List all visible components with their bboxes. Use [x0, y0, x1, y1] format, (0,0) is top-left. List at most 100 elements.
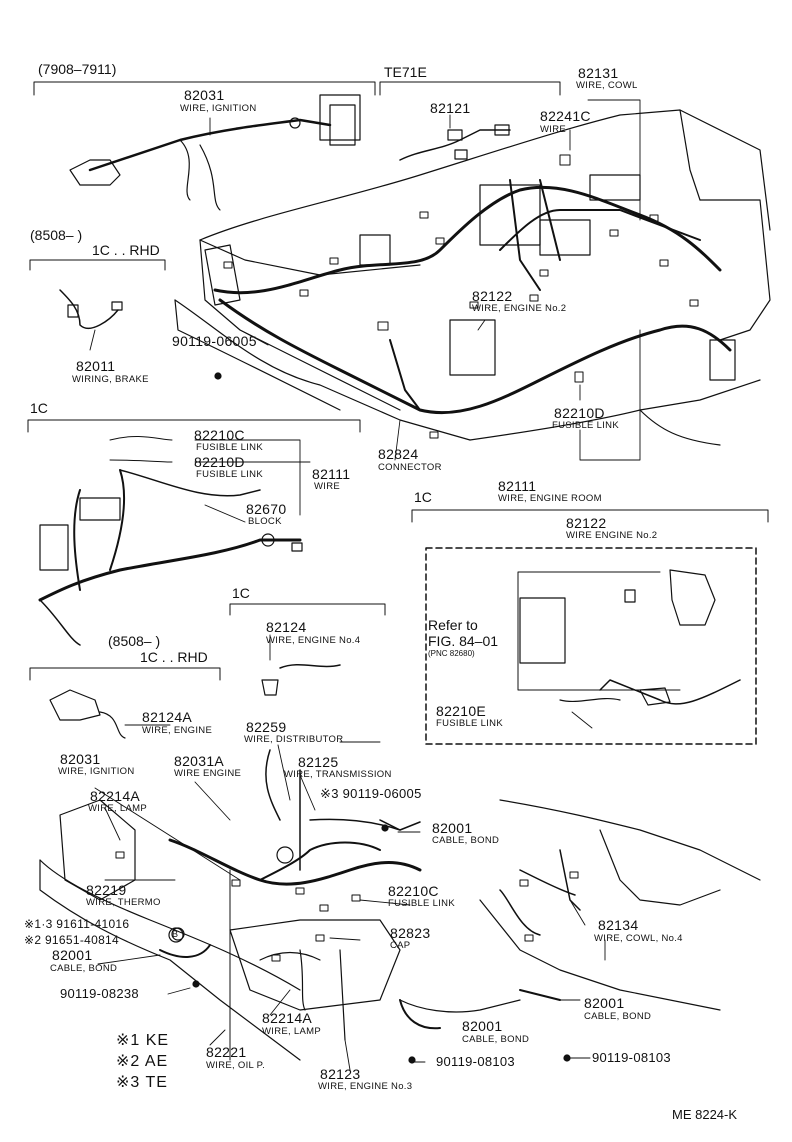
part-description: WIRE, ENGINE No.3: [318, 1081, 413, 1092]
part-description: WIRE, THERMO: [86, 897, 161, 908]
section-1c-b: 1C: [414, 489, 432, 505]
part-number: 82241C: [540, 108, 591, 124]
legend-ae: ※2 AE: [116, 1053, 169, 1070]
lower-car-body: [39, 749, 761, 1064]
part-description: FUSIBLE LINK: [552, 420, 619, 431]
part-description: CABLE, BOND: [584, 1011, 652, 1022]
part-number: 82131: [578, 65, 619, 81]
diagram-id: ME 8224-K: [672, 1107, 738, 1122]
part-number: 82031: [60, 751, 101, 767]
section-brackets: [27, 81, 769, 681]
leader-lines: [89, 99, 641, 1071]
section-7908-7911: (7908–7911): [38, 61, 117, 77]
part-number: 82210C: [388, 883, 439, 899]
part-description: WIRE, TRANSMISSION: [284, 769, 392, 780]
part-number: 82823: [390, 925, 431, 941]
section-1c-c: 1C: [232, 585, 250, 601]
part-number: 82111: [498, 478, 537, 494]
part-number: 90119-08103: [592, 1050, 671, 1065]
part-description: WIRE ENGINE No.2: [566, 530, 658, 541]
part-number: 82122: [472, 288, 513, 304]
part-description: WIRE, COWL: [576, 80, 638, 91]
part-description: WIRE, OIL P.: [206, 1060, 266, 1071]
part-number: 82124A: [142, 709, 193, 725]
part-description: FUSIBLE LINK: [388, 898, 455, 909]
reference-figure: FIG. 84–01: [428, 633, 499, 649]
part-description: WIRE: [540, 124, 567, 135]
part-82124-artwork: [261, 664, 341, 696]
part-description: WIRE, ENGINE No.2: [472, 303, 567, 314]
refer-box-artwork: [519, 569, 741, 706]
circle-b-label: B: [172, 929, 179, 939]
part-number: 82210D: [194, 454, 245, 470]
part-description: WIRE ENGINE: [174, 768, 242, 779]
part-number: 82123: [320, 1066, 361, 1082]
part-number: 90119-08238: [60, 986, 139, 1001]
part-description: WIRE, LAMP: [88, 803, 147, 814]
part-number: 82001: [462, 1018, 503, 1034]
part-number: 82031: [184, 87, 225, 103]
part-description: WIRE, ENGINE No.4: [266, 635, 361, 646]
part-82121-artwork: [399, 124, 511, 161]
part-number: 82031A: [174, 753, 225, 769]
part-number: 82210C: [194, 427, 245, 443]
part-number: 82001: [584, 995, 625, 1011]
part-number: 82111: [312, 466, 351, 482]
part-number: 90119-08103: [436, 1054, 515, 1069]
part-description: CABLE, BOND: [432, 835, 500, 846]
part-82011-artwork: [59, 289, 222, 380]
upper-car-body: [174, 94, 771, 446]
part-number: 82210D: [554, 405, 605, 421]
circle-b-marker: [168, 927, 184, 943]
section-te71e: TE71E: [384, 64, 427, 80]
part-description: FUSIBLE LINK: [196, 442, 263, 453]
part-description: CONNECTOR: [378, 462, 442, 473]
part-description: BLOCK: [248, 516, 282, 527]
part-number: 82259: [246, 719, 287, 735]
part-number: 82670: [246, 501, 287, 517]
part-number: 82124: [266, 619, 307, 635]
part-number: 82210E: [436, 703, 487, 719]
part-number: 82214A: [90, 788, 141, 804]
part-description: WIRE, COWL, No.4: [594, 933, 683, 944]
part-number: 82824: [378, 446, 419, 462]
part-description: CABLE, BOND: [50, 963, 118, 974]
reference-text: Refer to: [428, 617, 478, 633]
part-number: 90119-06005: [172, 333, 257, 349]
section-8508-b: (8508– ): [108, 633, 161, 649]
engine-room-wire-1c: [38, 435, 303, 646]
part-description: FUSIBLE LINK: [436, 718, 503, 729]
section-1c-rhd-b: 1C . . RHD: [140, 649, 208, 665]
part-number: 82214A: [262, 1010, 313, 1026]
part-number: ※1·3 91611-41016: [24, 917, 130, 931]
part-description: WIRE, IGNITION: [58, 766, 135, 777]
part-description: CAP: [390, 940, 411, 951]
section-1c-rhd-a: 1C . . RHD: [92, 242, 160, 258]
part-number: 82221: [206, 1044, 247, 1060]
part-number: 82011: [76, 358, 116, 374]
legend-te: ※3 TE: [116, 1074, 168, 1091]
part-number: 82134: [598, 917, 639, 933]
part-number: 82122: [566, 515, 607, 531]
part-82124A-artwork: [49, 689, 126, 739]
section-8508-a: (8508– ): [30, 227, 83, 243]
refer-dashed-box: [425, 547, 757, 745]
part-description: WIRE, LAMP: [262, 1026, 321, 1037]
part-number: 82001: [432, 820, 473, 836]
part-description: CABLE, BOND: [462, 1034, 530, 1045]
part-number: 82125: [298, 754, 339, 770]
part-description: WIRE, IGNITION: [180, 103, 257, 114]
legend-ke: ※1 KE: [116, 1032, 170, 1049]
part-description: WIRE, ENGINE ROOM: [498, 493, 602, 504]
part-description: WIRE, ENGINE: [142, 725, 213, 736]
part-number: 82121: [430, 100, 471, 116]
reference-pnc: (PNC 82680): [428, 649, 475, 658]
section-1c-a: 1C: [30, 400, 48, 416]
part-description: WIRING, BRAKE: [72, 374, 149, 385]
part-description: WIRE, DISTRIBUTOR: [244, 734, 344, 745]
part-number: 82001: [52, 947, 93, 963]
part-description: FUSIBLE LINK: [196, 469, 263, 480]
part-number: 82219: [86, 882, 127, 898]
ignition-wire-7908: [69, 104, 356, 211]
